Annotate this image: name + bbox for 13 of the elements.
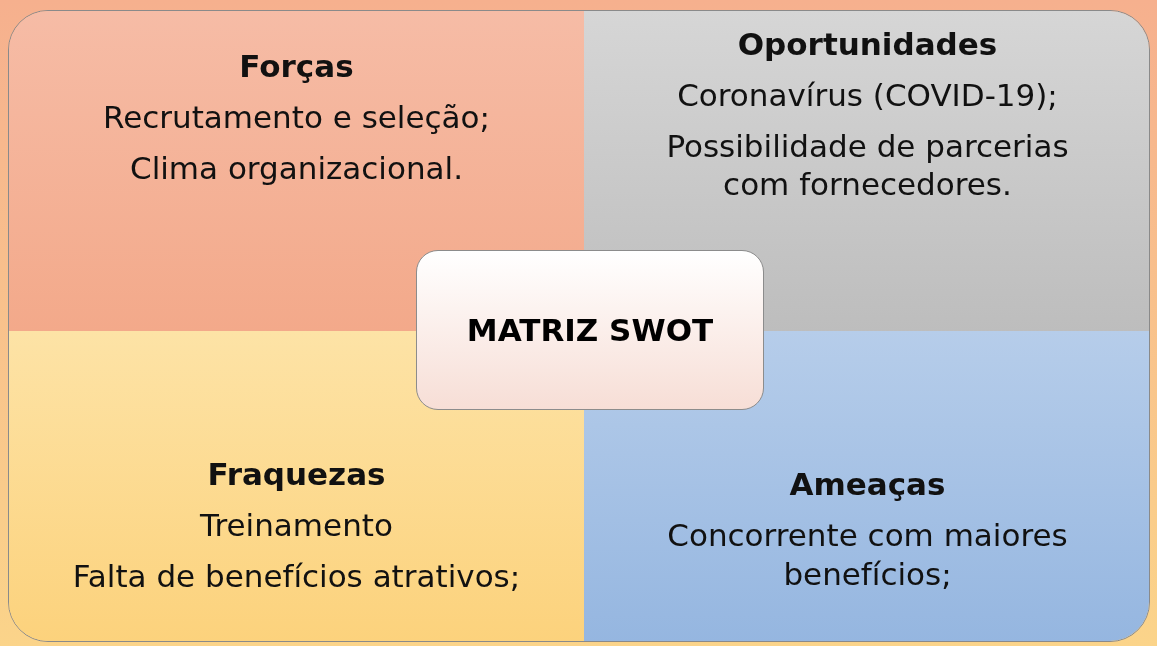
- quadrant-heading: Forças: [239, 47, 354, 86]
- quadrant-heading: Fraquezas: [207, 455, 386, 494]
- item-text: Treinamento: [200, 505, 393, 545]
- item-text: Falta de benefícios atrativos;: [72, 556, 521, 596]
- item-text: Possibilidade de parcerias com fornecedores.: [665, 126, 1070, 204]
- quadrant-heading: Oportunidades: [737, 25, 998, 64]
- item-text: Clima organizacional.: [130, 148, 463, 188]
- item-text: Recrutamento e seleção;: [103, 97, 490, 137]
- quadrant-heading: Ameaças: [789, 465, 946, 504]
- title-box: [416, 250, 764, 410]
- item-text: Concorrente com maiores benefícios;: [666, 515, 1069, 594]
- title-text: MATRIZ SWOT: [466, 312, 714, 348]
- item-text: Coronavírus (COVID-19);: [677, 75, 1058, 115]
